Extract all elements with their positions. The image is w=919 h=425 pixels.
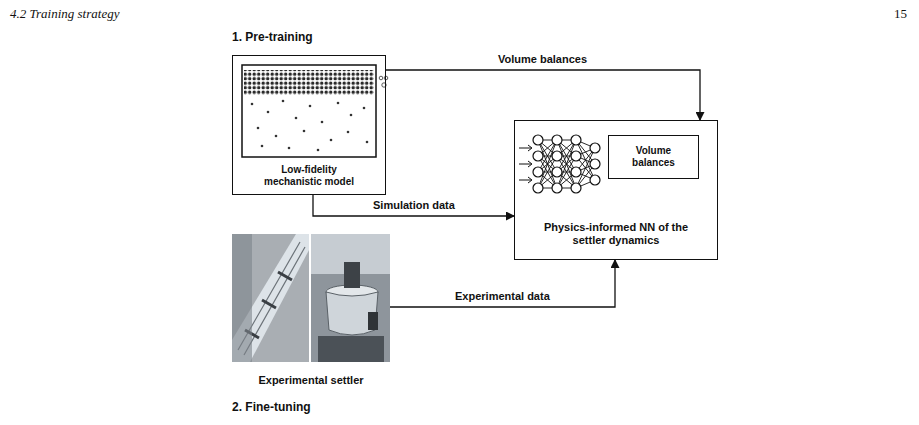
node-text: Volume balances — [619, 145, 689, 169]
physics-box: Volume balances — [608, 135, 699, 179]
connector-arrow — [390, 260, 615, 307]
stage-title: 2. Fine-tuning — [232, 400, 311, 414]
settler-photos — [232, 234, 390, 362]
outflow-droplets — [379, 76, 388, 87]
photo-left-shade — [232, 234, 252, 362]
model-box: Low-fidelity mechanistic model — [232, 55, 386, 195]
network-box: Volume balancesPhysics-informed NN of th… — [514, 120, 718, 260]
lab-bench — [318, 336, 384, 362]
input-lines — [519, 148, 531, 180]
settler-sketch — [242, 65, 388, 157]
node-text: Physics-informed NN of the settler dynam… — [536, 221, 696, 247]
section-header: 4.2 Training strategy — [10, 6, 119, 22]
photo-left-ground — [232, 234, 309, 362]
stirrer-motor — [344, 262, 360, 288]
photo-right-ground — [311, 234, 390, 362]
tank-body — [326, 292, 378, 335]
neurons — [533, 135, 600, 193]
sparse-droplets — [251, 100, 369, 152]
edge-label: Simulation data — [371, 199, 457, 212]
weight-lines — [538, 140, 595, 188]
settler-outline — [242, 65, 376, 157]
node-text: Low-fidelity mechanistic model — [254, 164, 364, 188]
neural-net-icon — [519, 135, 600, 193]
node-text: Experimental settler — [232, 374, 390, 387]
edge-label: Volume balances — [496, 53, 589, 66]
edge-label: Experimental data — [453, 290, 552, 303]
connector-arrow — [313, 195, 514, 216]
page-number: 15 — [894, 6, 907, 22]
stage-title: 1. Pre-training — [232, 30, 313, 44]
dense-packed-zone — [244, 70, 374, 95]
input-heads — [528, 145, 532, 183]
settler-tube — [232, 234, 309, 362]
tube-clamps — [245, 272, 292, 338]
connector-arrow — [386, 70, 700, 120]
photo-box: Experimental settler — [232, 234, 390, 362]
pump — [368, 312, 378, 330]
